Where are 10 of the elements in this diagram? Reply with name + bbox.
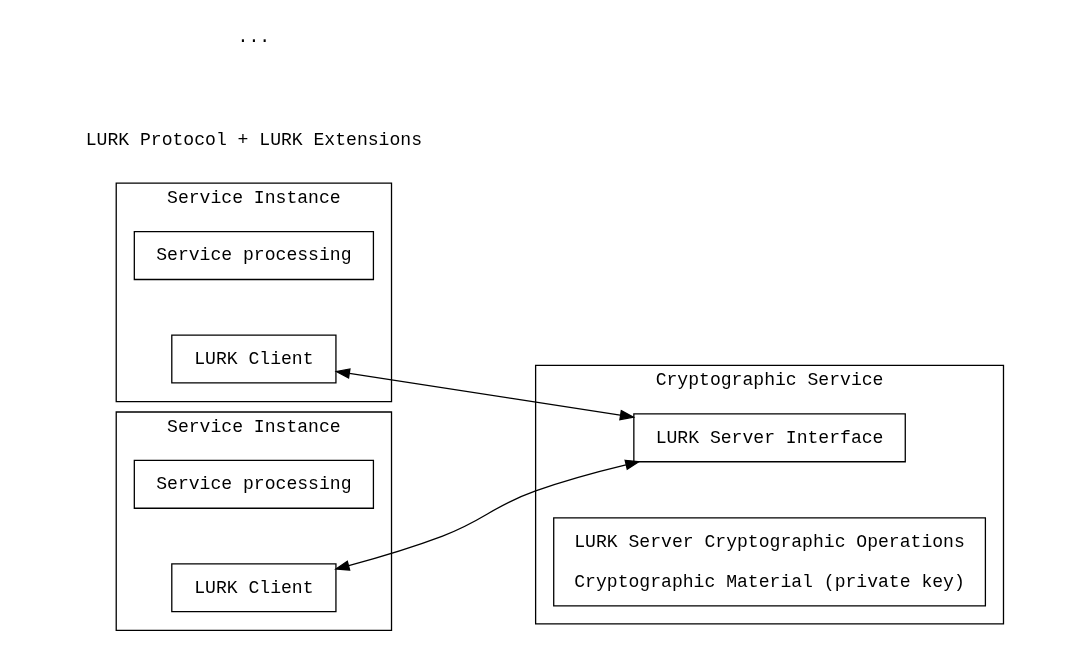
- node-box: LURK Client: [170, 563, 337, 613]
- node-box: Service processing: [133, 459, 374, 509]
- label: ...: [237, 26, 270, 47]
- label: LURK Protocol + LURK Extensions: [85, 130, 422, 151]
- node-box: LURK Server Cryptographic Operations Cryptographic Material (private key): [552, 517, 986, 607]
- node-box: Service processing: [133, 231, 374, 281]
- node-box: LURK Client: [170, 334, 337, 384]
- arrow: [334, 368, 635, 421]
- node-box: LURK Server Interface: [632, 413, 906, 463]
- arrow: [333, 459, 641, 571]
